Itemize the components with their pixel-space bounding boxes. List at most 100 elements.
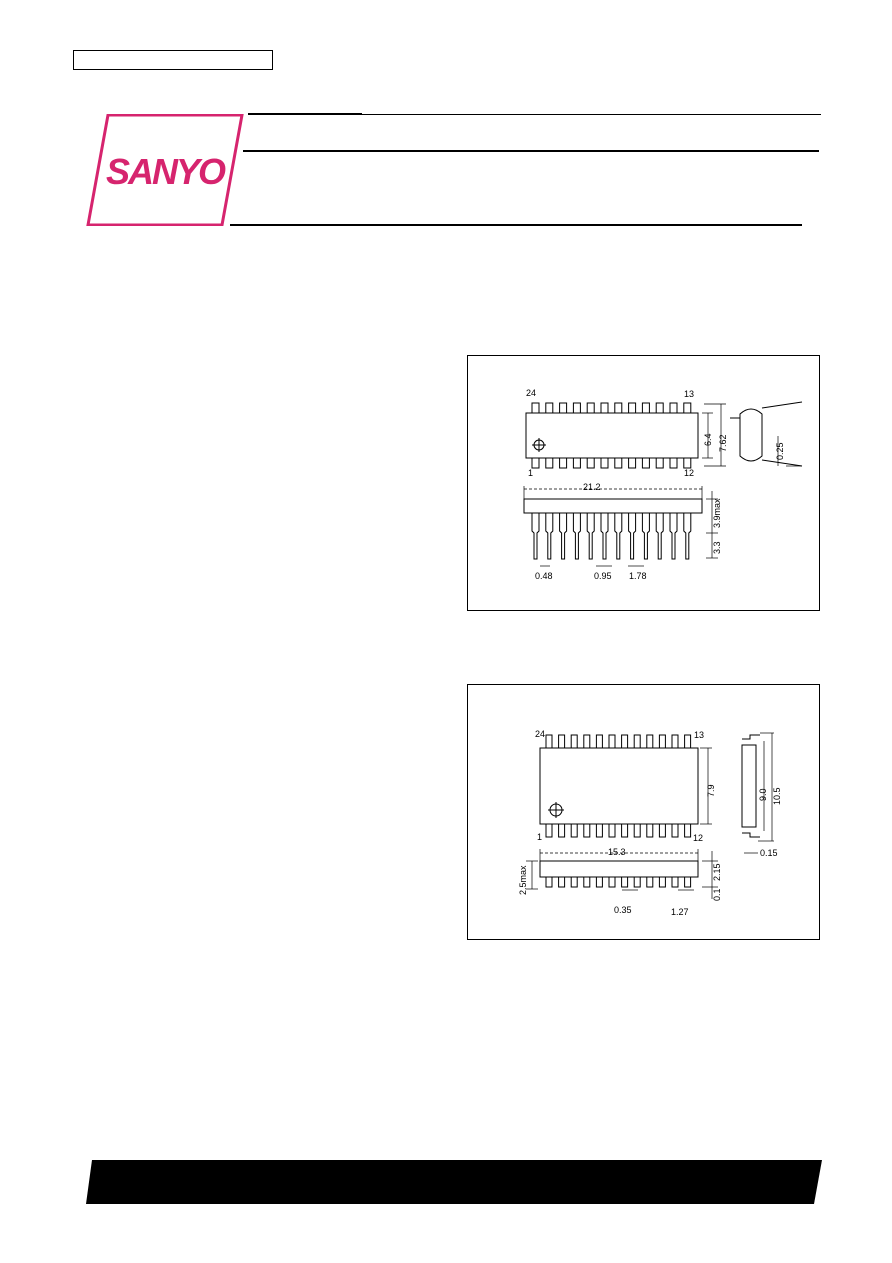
- brand-name: SANYO: [106, 151, 226, 192]
- sop-lead: [545, 876, 553, 888]
- sop-lead: [671, 876, 679, 888]
- dip-lead: [614, 513, 623, 560]
- sop-pin: [595, 734, 603, 749]
- dip-pin: [641, 457, 650, 469]
- dim-body-width: 6.4: [703, 433, 713, 446]
- sop-pin: [570, 823, 578, 838]
- dim-length: 21.2: [583, 482, 601, 492]
- sop-pin: [621, 823, 629, 838]
- dip-pin: [614, 457, 623, 469]
- dip-pin: [586, 402, 595, 414]
- sop-dim-lead-thickness: 0.15: [760, 848, 778, 858]
- dip-lead: [545, 513, 554, 560]
- sop-dim-pitch: 1.27: [671, 907, 689, 917]
- dip-pin: [572, 457, 581, 469]
- sop-pin: [608, 823, 616, 838]
- sop-pin: [608, 734, 616, 749]
- sop-pin: [558, 734, 566, 749]
- dip-pin: [655, 457, 664, 469]
- sop-pin-1-label: 1: [537, 832, 542, 842]
- dip-pin: [669, 402, 678, 414]
- dip-lead: [628, 513, 637, 560]
- package-dimensions-sop24: 24 13 1 12 7.9 9.0 10.5 0.15: [467, 684, 820, 940]
- footer-bar: [86, 1160, 822, 1204]
- sop-pin: [646, 734, 654, 749]
- dip-package-drawing: 24 13 1 12 6.4 7.62 0.25: [523, 388, 803, 581]
- dip-pin: [545, 457, 554, 469]
- sop-pin: [658, 734, 666, 749]
- dip-pin: [531, 457, 540, 469]
- sop-dim-total-width: 10.5: [772, 787, 782, 805]
- dim-row-spacing: 7.62: [718, 434, 728, 452]
- sop-pin: [545, 734, 553, 749]
- dip-pin: [655, 402, 664, 414]
- sop-lead: [595, 876, 603, 888]
- dim-lead-length: 3.3: [712, 541, 722, 554]
- dip-lead: [572, 513, 581, 560]
- dim-height-max: 3.9max: [712, 498, 722, 528]
- header-rule-top: [248, 114, 821, 115]
- dip-pin: [614, 402, 623, 414]
- sop-dim-body-height: 2.15: [712, 863, 722, 881]
- sop-pin: [633, 823, 641, 838]
- dip-lead: [641, 513, 650, 560]
- sop-lead: [684, 876, 692, 888]
- dip-pin: [628, 402, 637, 414]
- sop-lead: [621, 876, 629, 888]
- dip-pin: [545, 402, 554, 414]
- sanyo-logo: SANYO: [86, 113, 244, 227]
- sop-pin: [570, 734, 578, 749]
- sop-pin: [671, 823, 679, 838]
- dip-lead: [559, 513, 568, 560]
- sop-pin: [595, 823, 603, 838]
- dip-pin: [559, 457, 568, 469]
- sop-lead: [658, 876, 666, 888]
- sop-lead: [583, 876, 591, 888]
- pin-1-label: 1: [528, 468, 533, 478]
- sop-dim-height-max: 2.5max: [518, 865, 528, 895]
- sop-pin: [633, 734, 641, 749]
- dip-lead: [600, 513, 609, 560]
- dip-pin: [572, 402, 581, 414]
- dip-pin: [683, 457, 692, 469]
- dip-lead: [655, 513, 664, 560]
- ordering-number-box: [73, 50, 273, 70]
- pin-12-label: 12: [684, 468, 694, 478]
- header-rule-bottom: [230, 224, 802, 226]
- dip-pin: [600, 402, 609, 414]
- sop-pin: [583, 823, 591, 838]
- dip-pin: [559, 402, 568, 414]
- dim-lead-thickness: 0.25: [775, 442, 785, 460]
- sop-pin: [684, 823, 692, 838]
- sop-dim-standoff: 0.1: [712, 888, 722, 901]
- sop-pin: [583, 734, 591, 749]
- sop-lead: [646, 876, 654, 888]
- sop-package-drawing: 24 13 1 12 7.9 9.0 10.5 0.15: [518, 729, 782, 917]
- sop-dim-body-width: 7.9: [706, 784, 716, 797]
- dip-pin: [586, 457, 595, 469]
- dip-pin: [669, 457, 678, 469]
- sop-pin-12-label: 12: [693, 833, 703, 843]
- sop-lead: [558, 876, 566, 888]
- sop-dim-lead-width: 0.35: [614, 905, 632, 915]
- sop-pin: [684, 734, 692, 749]
- sop-pin-24-label: 24: [535, 729, 545, 739]
- dip-lead: [586, 513, 595, 560]
- dip-pin: [628, 457, 637, 469]
- dip-pin: [600, 457, 609, 469]
- sop-lead: [633, 876, 641, 888]
- dip-lead: [531, 513, 540, 560]
- sop-pin: [658, 823, 666, 838]
- sop-dim-length: 15.3: [608, 847, 626, 857]
- sop-lead: [570, 876, 578, 888]
- sop-lead: [608, 876, 616, 888]
- dip-pin: [683, 402, 692, 414]
- sanyo-logo-graphic: SANYO: [86, 113, 244, 227]
- dim-lead-shoulder: 0.95: [594, 571, 612, 581]
- pin-13-label: 13: [684, 389, 694, 399]
- dim-lead-width: 0.48: [535, 571, 553, 581]
- dip-lead: [683, 513, 692, 560]
- sop-pin: [558, 823, 566, 838]
- sop-pin: [671, 734, 679, 749]
- dip-lead: [669, 513, 678, 560]
